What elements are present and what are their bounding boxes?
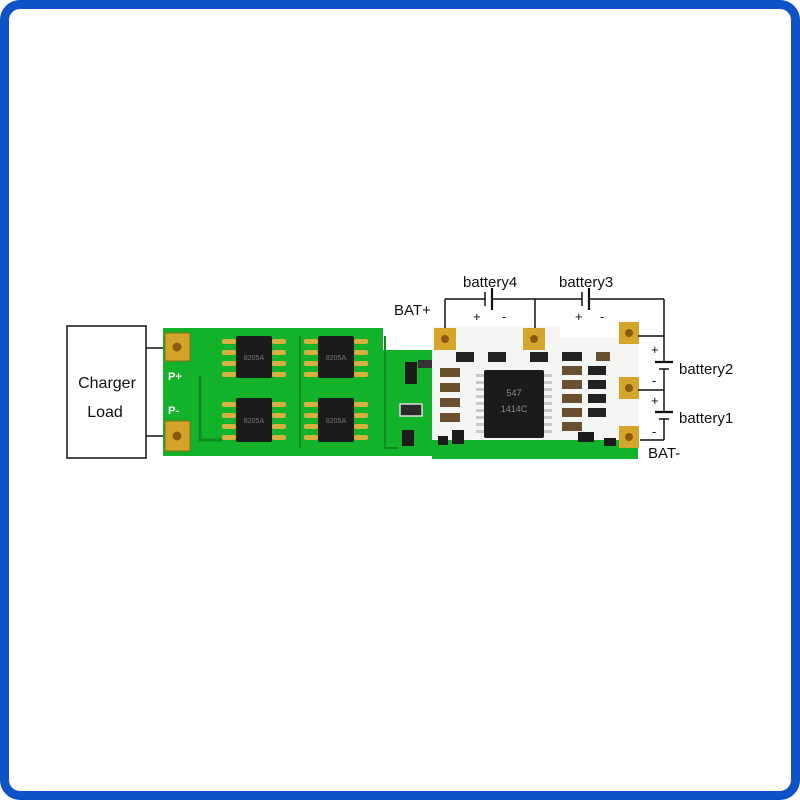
ic-leads: [476, 374, 552, 433]
polarity-minus: -: [652, 424, 656, 439]
battery3-label: battery3: [559, 274, 613, 291]
polarity-minus: -: [652, 373, 656, 388]
pcb-control-section: 547 1414C: [432, 322, 639, 459]
svg-text:8205A: 8205A: [244, 355, 265, 362]
pad-hole: [172, 431, 182, 441]
load-label: Load: [87, 404, 123, 421]
polarity-plus: +: [651, 393, 659, 408]
pcb-top-edge: [560, 326, 638, 338]
smd-component: [418, 360, 432, 368]
trace: [384, 336, 398, 449]
smd-component: [402, 430, 414, 446]
bat-minus-label: BAT-: [648, 445, 680, 462]
mosfet-leads: [222, 339, 368, 440]
pcb-board: P+ P- 8205A 8205A 8205A 8205A: [163, 328, 436, 456]
polarity-minus: -: [502, 309, 506, 324]
pcb-bottom-edge: [432, 440, 638, 459]
smd-resistors: [438, 352, 616, 446]
charger-load-box: [66, 325, 147, 459]
mosfet-chip: 8205A: [318, 336, 354, 378]
pad-p-plus-label: P+: [168, 371, 182, 383]
polarity-minus: -: [600, 309, 604, 324]
battery4-label: battery4: [463, 274, 517, 291]
pad-hole: [172, 342, 182, 352]
ic-marking: 1414C: [501, 404, 528, 414]
bat-plus-label: BAT+: [394, 302, 431, 319]
mosfet-chip: 8205A: [236, 336, 272, 378]
battery-wiring: [444, 288, 673, 441]
svg-text:8205A: 8205A: [244, 418, 265, 425]
ic-marking: 547: [506, 388, 521, 398]
mosfet-chip: 8205A: [318, 398, 354, 442]
charger-label: Charger: [78, 375, 136, 392]
polarity-plus: +: [473, 309, 481, 324]
protection-ic: [484, 370, 544, 438]
battery1-label: battery1: [679, 410, 733, 427]
polarity-plus: +: [651, 342, 659, 357]
battery2-label: battery2: [679, 361, 733, 378]
polarity-plus: +: [575, 309, 583, 324]
svg-text:8205A: 8205A: [326, 355, 347, 362]
trace: [198, 376, 222, 442]
mosfet-chip: 8205A: [236, 398, 272, 442]
pad-p-minus-label: P-: [168, 405, 179, 417]
small-transistor: [405, 362, 417, 384]
smd-component: [399, 403, 423, 417]
svg-text:8205A: 8205A: [326, 418, 347, 425]
pcb-notch: [383, 328, 429, 350]
